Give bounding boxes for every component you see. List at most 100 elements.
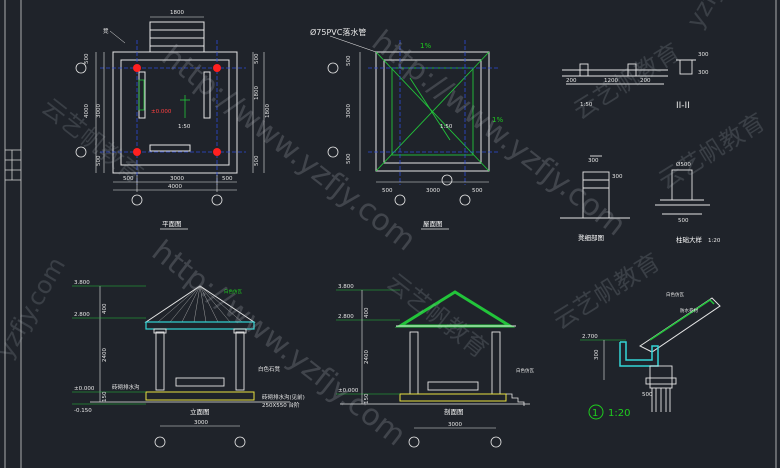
roof-slope-top: 1% <box>420 42 431 50</box>
plan-dim-bottom: 500 <box>123 176 134 182</box>
plan-label-elev: ±0.000 <box>151 109 172 115</box>
detail-gutter <box>619 341 659 367</box>
section-level: ±0.000 <box>338 388 359 394</box>
watermark-brand: 云艺帆教育 <box>548 248 665 335</box>
column-detail-view: 300 300 凳细部图 <box>560 155 630 242</box>
roof-view: Ø75PVC落水管 1% 1% 500 3000 500 500 3000 50… <box>310 27 503 230</box>
plan-dim-left: 500 <box>84 53 90 64</box>
roof-dim-bottom: 500 <box>382 188 393 194</box>
watermark-brand: 云艺帆教育 <box>381 268 493 364</box>
roof-label-mid: 1:50 <box>440 124 453 130</box>
roof-pipe-label: Ø75PVC落水管 <box>310 27 366 37</box>
elev-label: 砖砌排水沟 <box>112 383 140 391</box>
elev-label: 250X550 台阶 <box>262 401 300 409</box>
plan-dim-left: 3000 <box>96 104 102 118</box>
section2-note: 300 <box>698 70 709 76</box>
elev-level: ±0.000 <box>74 386 95 392</box>
section-view: 3.800 2.800 ±0.000 400 2400 150 3000 白色仿… <box>336 284 534 448</box>
detail-number-circle <box>588 404 604 420</box>
plan-dim-bottom: 3000 <box>170 176 184 182</box>
plan-dim-bottom: 500 <box>222 176 233 182</box>
eave-detail-view: 2.700 300 500 白色仿瓦 防水卷材 1 1:20 <box>580 291 721 420</box>
section-dim-left: 150 <box>364 393 370 404</box>
base-dim: 500 <box>678 218 689 224</box>
section-steps <box>506 393 525 406</box>
section-platform <box>399 393 507 402</box>
elev-eave <box>145 321 255 330</box>
detail-number: 1 <box>592 408 598 419</box>
plan-leader <box>109 30 126 44</box>
roof-dim-bottom: 3000 <box>426 188 440 194</box>
section2-dim: 200 <box>640 78 651 84</box>
plan-dim-right: 500 <box>254 53 260 64</box>
detail-scale: 1:20 <box>608 408 630 419</box>
column-dim: 300 <box>588 158 599 164</box>
plan-dim-top: 1800 <box>170 10 184 16</box>
detail-note: 白色仿瓦 <box>666 291 684 298</box>
section-level: 2.800 <box>338 314 354 320</box>
title-block-strip <box>4 0 22 468</box>
watermark-side-url: yzfjy.com <box>681 0 761 33</box>
roof-dim-left: 500 <box>346 55 352 66</box>
plan-label-a: 凳 <box>103 27 109 35</box>
roof-slope-right: 1% <box>492 116 503 124</box>
plan-label-mid: 1:50 <box>178 124 191 130</box>
plan-dim-bottom: 4000 <box>168 184 182 190</box>
roof-dim-left: 500 <box>346 153 352 164</box>
section-title: 剖面图 <box>444 407 464 416</box>
column-title: 凳细部图 <box>578 233 604 242</box>
section2-dim: 200 <box>566 78 577 84</box>
section-dim-left: 2400 <box>364 350 370 364</box>
watermark-url: http://www.yzfjy.com <box>145 234 412 454</box>
elev-level: -0.150 <box>74 408 92 414</box>
watermark-side-url: yzfjy.com <box>0 252 71 363</box>
section-2-view: 200 1200 200 300 300 II-II 1:50 <box>562 52 709 111</box>
section2-dim: 1200 <box>604 78 618 84</box>
elev-dim-bottom: 3000 <box>194 420 208 426</box>
section-label: 白色仿瓦 <box>516 367 534 374</box>
elev-level: 3.800 <box>74 280 90 286</box>
detail-membrane <box>649 299 715 341</box>
elev-label: 砖砌排水沟(见前) <box>262 393 305 401</box>
detail-dim: 300 <box>594 349 600 360</box>
plan-dim-left: 4000 <box>84 104 90 118</box>
base-scale: 1:20 <box>708 238 721 244</box>
elev-dim-left: 2400 <box>102 348 108 362</box>
detail-note: 防水卷材 <box>680 307 698 314</box>
plan-dim-right: 500 <box>254 155 260 166</box>
column-dim: 300 <box>612 174 623 180</box>
elev-dim-left: 400 <box>102 303 108 314</box>
plan-dim-right: 1800 <box>254 86 260 100</box>
detail-dim: 500 <box>642 392 653 398</box>
detail-roof-slab <box>639 297 721 353</box>
section2-scale: 1:50 <box>580 102 593 108</box>
watermark-url: http://www.yzfjy.com <box>155 39 422 259</box>
section2-note: 300 <box>698 52 709 58</box>
watermark-brand: 云艺帆教育 <box>568 38 685 125</box>
watermark-brand: 云艺帆教育 <box>36 93 148 189</box>
base-detail-view: Ø500 500 柱础大样 1:20 <box>655 161 721 244</box>
elev-platform <box>145 391 255 401</box>
elev-title: 立面图 <box>190 407 210 416</box>
roof-title: 屋面图 <box>423 220 443 228</box>
base-note: Ø500 <box>676 161 691 168</box>
elev-label: 白色石凳 <box>258 365 281 373</box>
plan-view: 1800 500 4000 3000 500 500 1800 1800 500… <box>75 10 271 230</box>
watermark-brand: 云艺帆教育 <box>653 108 770 195</box>
elevation-view: 3.800 2.800 ±0.000 -0.150 400 2400 150 3… <box>72 280 305 448</box>
watermark-url: http://www.yzfjy.com <box>365 24 632 244</box>
elev-label: 白色仿瓦 <box>224 288 242 295</box>
plan-dim-left: 500 <box>96 155 102 166</box>
elev-level: 2.800 <box>74 312 90 318</box>
detail-level: 2.700 <box>582 334 598 340</box>
plan-dim-right: 1800 <box>265 104 271 118</box>
roof-dim-left: 3000 <box>346 104 352 118</box>
section-dim-left: 400 <box>364 307 370 318</box>
roof-dim-bottom: 500 <box>472 188 483 194</box>
section2-title: II-II <box>676 101 690 111</box>
section-level: 3.800 <box>338 284 354 290</box>
elev-dim-left: 150 <box>102 391 108 402</box>
base-title: 柱础大样 <box>676 235 703 244</box>
section-dim-bottom: 3000 <box>448 422 462 428</box>
